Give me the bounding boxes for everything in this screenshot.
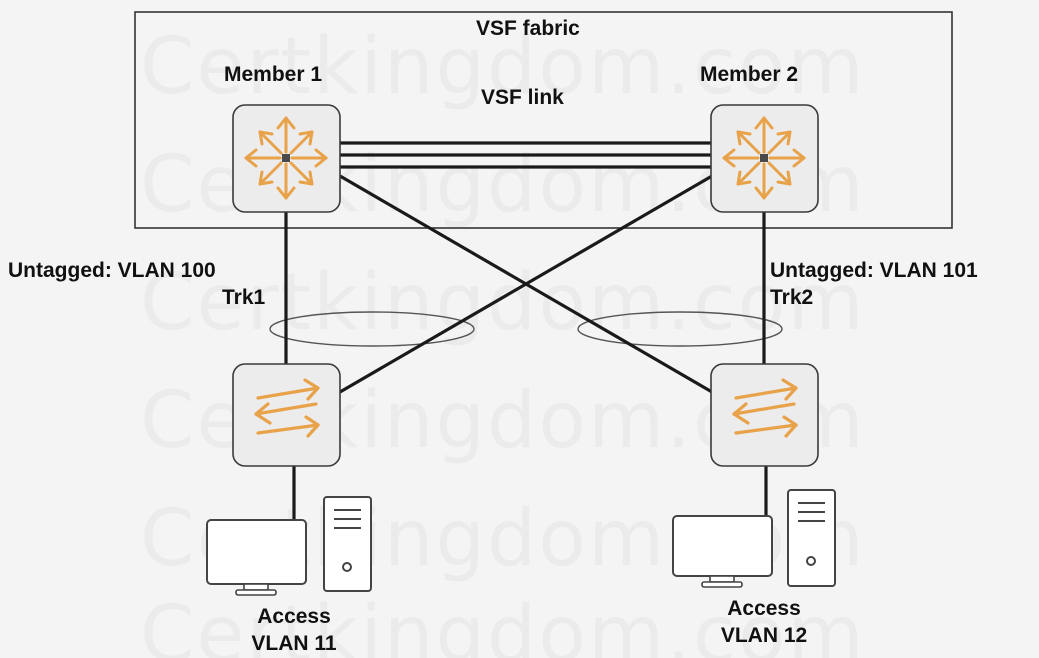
access-left-line1: Access — [257, 605, 331, 628]
left-untagged-label: Untagged: VLAN 100 — [8, 259, 216, 282]
vsf-fabric-box — [134, 11, 953, 229]
access-right-line1: Access — [727, 597, 801, 620]
access-switch-left — [232, 363, 341, 467]
access-left-line2: VLAN 11 — [251, 632, 337, 655]
member2-router — [710, 104, 819, 213]
monitor-icon — [672, 515, 773, 588]
member1-router — [232, 104, 341, 213]
member2-label: Member 2 — [700, 63, 799, 86]
switch-icon — [732, 378, 798, 438]
right-untagged-label: Untagged: VLAN 101 — [770, 259, 978, 282]
router-icon — [244, 116, 328, 200]
monitor-icon — [206, 519, 307, 596]
access-right-line2: VLAN 12 — [720, 624, 808, 647]
trk2-label: Trk2 — [770, 286, 814, 309]
trk1-label: Trk1 — [222, 286, 266, 309]
vsf-fabric-title: VSF fabric — [476, 17, 580, 40]
vsf-link-label: VSF link — [481, 86, 564, 109]
switch-icon — [254, 378, 320, 438]
access-switch-right — [710, 363, 819, 467]
server-tower-icon — [787, 489, 836, 587]
server-tower-icon — [323, 496, 372, 592]
trk1-lag-ellipse — [269, 311, 475, 347]
vsf-link-lines — [340, 141, 712, 169]
uplink-member2-to-left-switch — [339, 174, 713, 394]
member1-label: Member 1 — [224, 63, 323, 86]
router-icon — [722, 116, 806, 200]
trk2-lag-ellipse — [577, 311, 783, 347]
